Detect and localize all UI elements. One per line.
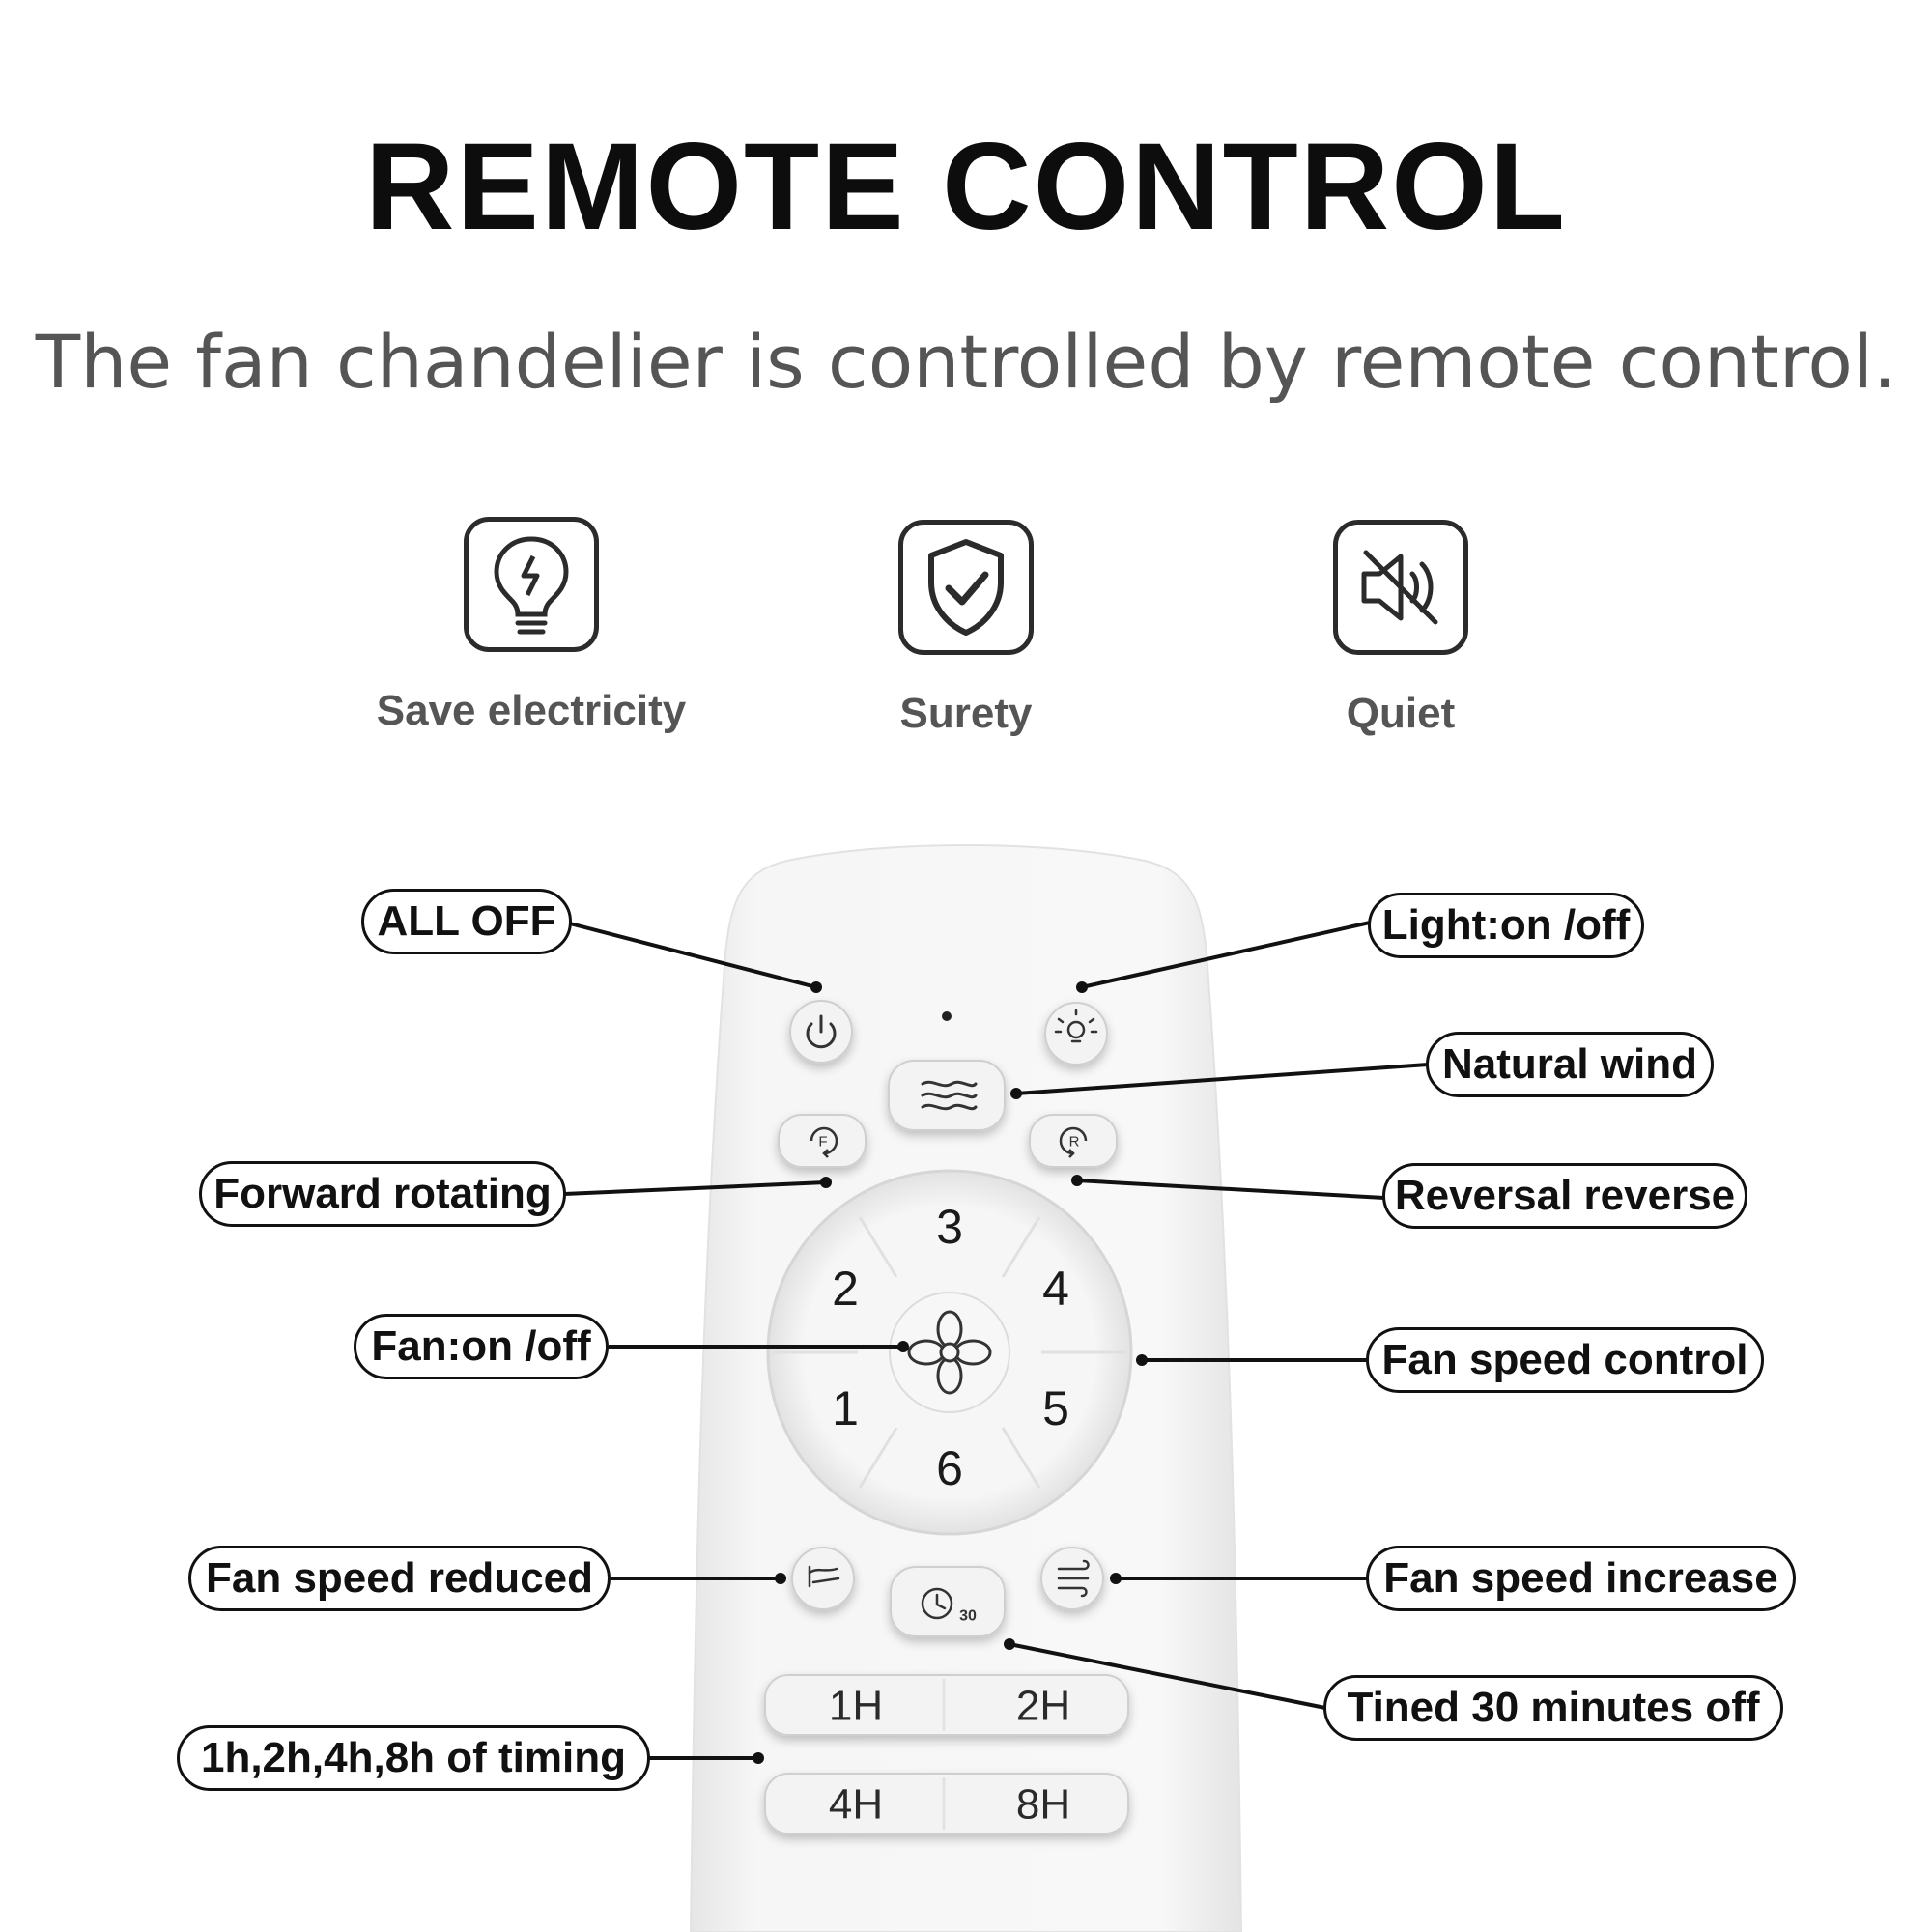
timer-4h-button[interactable]: 4H [829,1781,883,1829]
remote-indicator-led [942,1011,952,1021]
speed-button-1[interactable]: 1 [832,1381,859,1435]
callout-all-off: ALL OFF [361,889,572,954]
speed-button-3[interactable]: 3 [936,1200,963,1254]
feature-save-electricity: Save electricity [338,517,724,735]
timer-1h-button[interactable]: 1H [829,1683,883,1730]
wind-low-icon [808,1565,840,1588]
light-toggle-button[interactable] [1044,1002,1108,1065]
speed-button-2[interactable]: 2 [832,1262,859,1316]
timer-buttons-group [764,1674,1129,1834]
feature-label: Surety [899,690,1033,737]
timer-2h-button[interactable]: 2H [1016,1683,1070,1730]
forward-rotate-icon: F [810,1126,838,1158]
forward-rotating-button[interactable] [778,1114,867,1168]
callout-forward-rotating: Forward rotating [199,1161,566,1227]
power-icon [806,1014,837,1049]
svg-text:R: R [1069,1134,1080,1151]
timer-30-button[interactable] [890,1566,1006,1637]
callout-timing: 1h,2h,4h,8h of timing [177,1725,650,1791]
callout-reversal-reverse: Reversal reverse [1382,1163,1747,1229]
shield-check-icon [898,520,1034,655]
speed-button-6[interactable]: 6 [936,1441,963,1495]
natural-wind-button[interactable] [888,1060,1006,1131]
callout-fan-toggle: Fan:on /off [354,1314,609,1379]
reversal-reverse-button[interactable] [1029,1114,1118,1168]
reverse-rotate-icon: R [1059,1126,1088,1158]
callout-timer-30: Tined 30 minutes off [1323,1675,1783,1741]
callout-fan-speed-increase: Fan speed increase [1366,1546,1796,1611]
feature-label: Quiet [1346,690,1456,737]
page-title: REMOTE CONTROL [365,118,1567,256]
leader-dots [753,981,1148,1764]
fan-power-icon [907,1310,992,1395]
callout-natural-wind: Natural wind [1426,1032,1714,1097]
speed-button-5[interactable]: 5 [1042,1381,1069,1435]
callout-light-toggle: Light:on /off [1368,893,1644,958]
lightbulb-icon [1054,1009,1098,1043]
leader-lines [563,921,1429,1760]
feature-label: Save electricity [376,687,687,734]
callout-fan-speed-reduced: Fan speed reduced [188,1546,611,1611]
lightbulb-icon [464,517,599,652]
svg-text:F: F [818,1134,827,1151]
speed-button-4[interactable]: 4 [1042,1262,1069,1316]
speaker-mute-icon [1333,520,1468,655]
timer-8h-button[interactable]: 8H [1016,1781,1070,1829]
clock-icon [921,1587,953,1620]
feature-surety: Surety [773,520,1159,738]
callout-fan-speed-control: Fan speed control [1366,1327,1764,1393]
wind-high-icon [1057,1559,1090,1598]
wind-waves-icon [921,1080,978,1111]
page-subtitle: The fan chandelier is controlled by remo… [35,319,1897,405]
feature-quiet: Quiet [1208,520,1594,738]
fan-speed-reduced-button[interactable] [791,1547,855,1610]
timer-30-label: 30 [959,1608,977,1625]
